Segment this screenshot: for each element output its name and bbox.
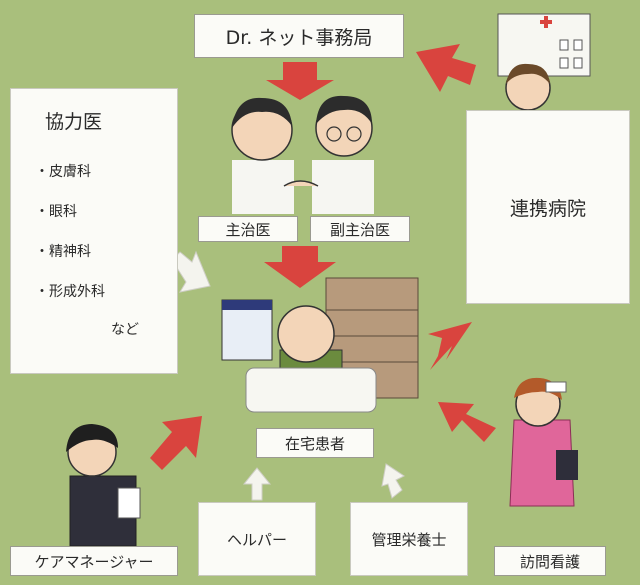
dr-net-office-title: Dr. ネット事務局 xyxy=(225,26,373,49)
arrow-nurse-to-patient xyxy=(438,402,496,442)
arrow-patient-to-hospital xyxy=(428,322,472,370)
helper-box: ヘルパー xyxy=(198,502,316,576)
cooperating-doctors-title: 協力医 xyxy=(45,111,103,133)
visiting-nurse-text: 訪問看護 xyxy=(519,552,580,571)
doctors-illustration xyxy=(231,95,374,214)
patient-room-illustration xyxy=(221,277,419,413)
primary-doctor-text: 主治医 xyxy=(225,220,271,239)
nutritionist-text: 管理栄養士 xyxy=(371,530,447,549)
arrow-office-to-doctors xyxy=(266,62,334,100)
partner-hospital-title: 連携病院 xyxy=(509,197,586,220)
arrow-cooperating-to-patient xyxy=(171,250,211,293)
care-manager-text: ケアマネージャー xyxy=(34,552,154,571)
visiting-nurse-label: 訪問看護 xyxy=(494,546,606,576)
nutritionist-box: 管理栄養士 xyxy=(350,502,468,576)
care-manager-label: ケアマネージャー xyxy=(10,546,178,576)
arrow-nutritionist-to-patient xyxy=(381,463,405,499)
helper-text: ヘルパー xyxy=(226,530,287,549)
care-manager-illustration xyxy=(66,424,141,547)
home-patient-text: 在宅患者 xyxy=(284,434,345,453)
dr-net-office-box: Dr. ネット事務局 xyxy=(194,14,404,58)
partner-hospital-box: 連携病院 xyxy=(466,110,630,304)
arrow-helper-to-patient xyxy=(242,467,272,501)
secondary-doctor-text: 副主治医 xyxy=(329,220,390,239)
secondary-doctor-label: 副主治医 xyxy=(310,216,410,242)
hospital-building-illustration xyxy=(497,13,591,111)
primary-doctor-label: 主治医 xyxy=(198,216,298,242)
home-patient-label: 在宅患者 xyxy=(256,428,374,458)
specialty-item: ・精神科 xyxy=(35,244,91,260)
arrow-hospital-to-office xyxy=(416,44,476,92)
arrow-doctors-to-patient xyxy=(264,246,336,288)
specialty-etc: など xyxy=(111,322,139,338)
specialty-item: ・皮膚科 xyxy=(35,164,91,180)
visiting-nurse-illustration xyxy=(509,377,578,507)
arrow-caremanager-to-patient xyxy=(150,416,202,470)
cooperating-doctors-box: 協力医 ・皮膚科 ・眼科 ・精神科 ・形成外科 など xyxy=(10,88,178,374)
specialty-item: ・眼科 xyxy=(35,204,77,220)
specialty-item: ・形成外科 xyxy=(35,284,105,300)
